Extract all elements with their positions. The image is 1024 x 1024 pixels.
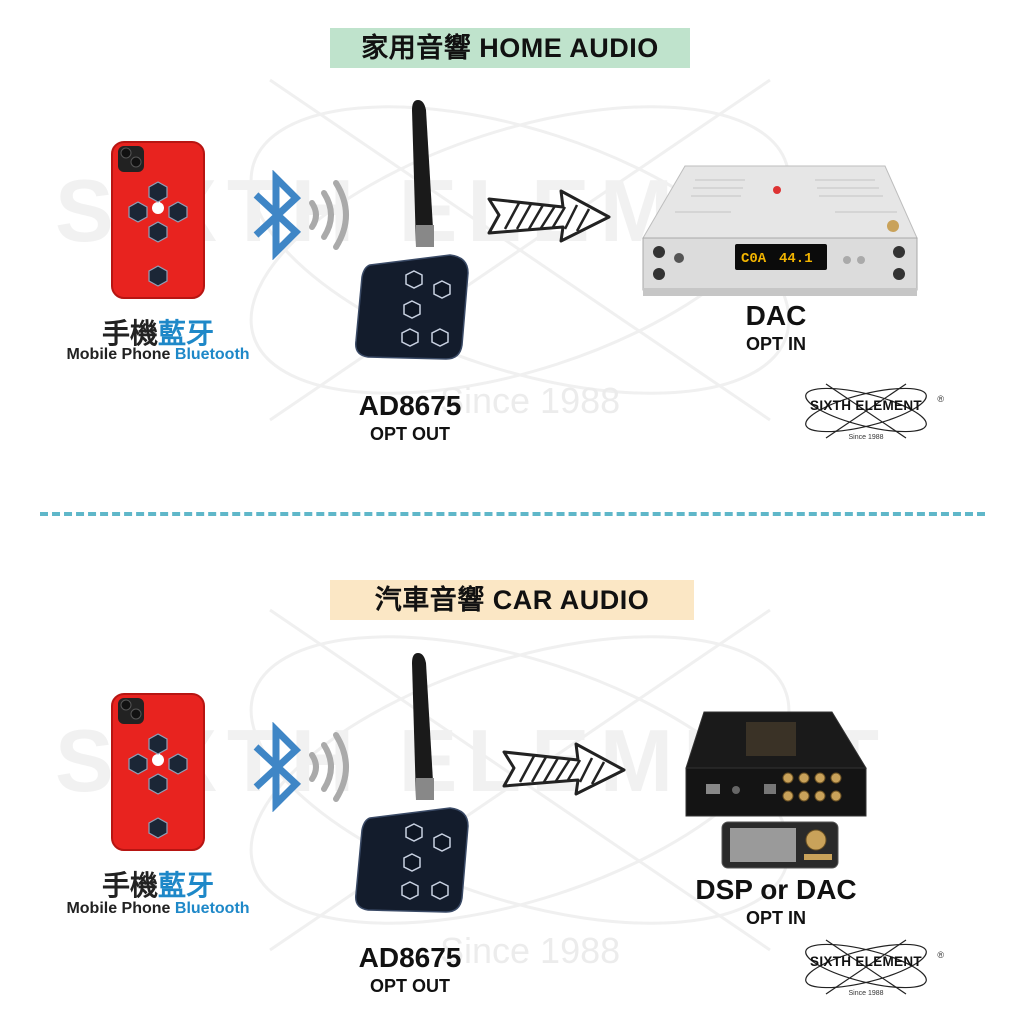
car-audio-section: SIXTH ELEMENT Since 1988 汽車音響 CAR AUDIO …	[0, 540, 1024, 1024]
sixth-element-logo: SIXTH ELEMENT ® Since 1988	[786, 934, 946, 1010]
phone-cn-label: 手機藍牙	[38, 312, 278, 352]
phone-en-label: Mobile Phone Bluetooth	[38, 900, 278, 918]
phone-cn-prefix: 手機	[101, 318, 158, 349]
arrow-right-icon	[502, 742, 626, 796]
phone-cn-label: 手機藍牙	[38, 864, 278, 904]
dac-device-image: C0A 44.1	[642, 165, 918, 296]
phone-en-bluetooth: Bluetooth	[174, 346, 250, 363]
logo-brand-text: SIXTH ELEMENT	[810, 954, 922, 969]
transmitter-name: AD8675	[358, 390, 462, 421]
bluetooth-icon	[253, 722, 302, 812]
logo-registered-mark: ®	[937, 950, 944, 960]
dac-display-input: C0A	[741, 251, 767, 267]
home-audio-section: SIXTH ELEMENT Since 1988 家用音響 HOME AUDIO…	[0, 0, 1024, 500]
target-port: OPT IN	[745, 334, 806, 354]
watermark-orbit-graphic	[249, 78, 791, 422]
signal-waves-icon	[309, 732, 349, 802]
logo-registered-mark: ®	[937, 394, 944, 404]
sixth-element-logo: SIXTH ELEMENT ® Since 1988	[786, 378, 946, 454]
since-watermark: Since 1988	[440, 930, 621, 971]
phone-en-bluetooth: Bluetooth	[174, 900, 250, 917]
phone-cn-bluetooth: 藍牙	[158, 870, 215, 901]
phone-cn-bluetooth: 藍牙	[158, 318, 215, 349]
logo-since-text: Since 1988	[848, 434, 884, 441]
signal-waves-icon	[309, 180, 349, 250]
phone-en-prefix: Mobile Phone	[66, 346, 171, 363]
since-watermark: Since 1988	[440, 380, 621, 421]
phone-en-label: Mobile Phone Bluetooth	[38, 346, 278, 364]
transmitter-name: AD8675	[358, 942, 462, 973]
logo-brand-text: SIXTH ELEMENT	[810, 398, 922, 413]
target-name: DSP or DAC	[695, 874, 857, 905]
home-audio-title: 家用音響 HOME AUDIO	[330, 28, 690, 68]
phone-en-prefix: Mobile Phone	[66, 900, 171, 917]
target-port: OPT IN	[745, 908, 806, 928]
car-audio-title: 汽車音響 CAR AUDIO	[330, 580, 694, 620]
dsp-device-image	[685, 711, 867, 869]
section-divider	[40, 512, 985, 516]
mobile-phone-image	[111, 693, 205, 851]
transmitter-port: OPT OUT	[370, 424, 450, 444]
bluetooth-icon	[253, 170, 302, 260]
mobile-phone-image	[111, 141, 205, 299]
ad8675-transmitter-image	[355, 100, 469, 360]
logo-since-text: Since 1988	[848, 990, 884, 997]
transmitter-port: OPT OUT	[370, 976, 450, 996]
target-name: DAC	[745, 300, 807, 331]
dac-display-rate: 44.1	[779, 251, 813, 267]
phone-cn-prefix: 手機	[101, 870, 158, 901]
arrow-right-icon	[487, 189, 611, 243]
ad8675-transmitter-image	[355, 653, 469, 913]
